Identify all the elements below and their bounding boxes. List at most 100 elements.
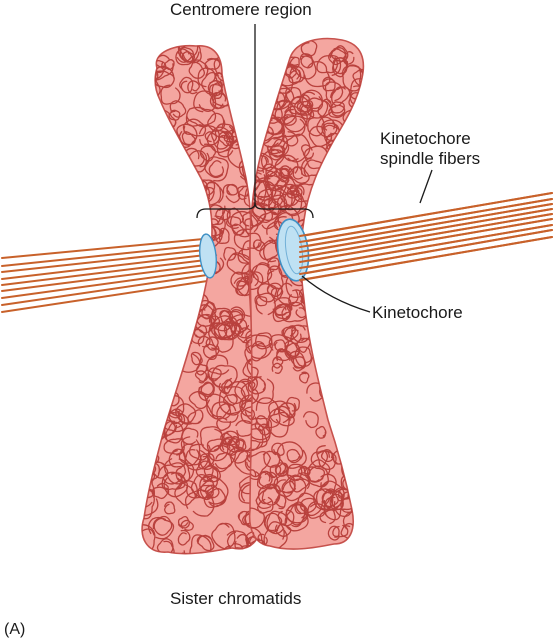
chromatin-coil xyxy=(352,161,364,182)
chromatin-coil xyxy=(160,290,184,309)
chromatin-coil xyxy=(281,114,297,126)
chromatin-coil xyxy=(163,472,189,498)
chromatin-coil xyxy=(352,68,364,87)
chromatin-coil xyxy=(251,58,279,84)
chromatin-coil xyxy=(218,379,233,395)
chromatin-coil xyxy=(302,411,319,429)
chromatin-coil xyxy=(352,195,364,213)
chromatin-coil xyxy=(339,439,353,455)
chromatin-coil xyxy=(284,86,302,105)
chromatin-coil xyxy=(142,45,157,55)
chromatin-coil xyxy=(204,156,229,182)
chromatin-coil xyxy=(311,326,322,341)
chromatin-coil xyxy=(344,194,359,210)
chromatin-coil xyxy=(287,166,310,184)
chromatin-coil xyxy=(312,308,330,326)
chromatin-coil xyxy=(142,548,153,554)
spindle-fiber xyxy=(1,273,215,306)
chromatin-coil xyxy=(249,341,267,362)
chromatin-coil xyxy=(142,488,159,520)
chromatin-coil xyxy=(254,117,262,130)
chromatin-coil xyxy=(357,268,364,287)
chromatin-coil xyxy=(142,58,159,90)
chromatin-coil xyxy=(196,534,215,552)
chromatin-coil xyxy=(294,346,313,368)
chromatin-coil xyxy=(247,64,262,84)
chromatin-coil xyxy=(168,109,181,121)
spindle-fiber xyxy=(1,258,215,286)
chromatin-coil xyxy=(314,174,344,200)
chromatin-coil xyxy=(150,119,166,133)
chromatin-coil xyxy=(267,194,288,216)
chromatin-coil xyxy=(254,397,281,429)
chromatin-coil xyxy=(249,173,261,191)
chromatin-coil xyxy=(207,442,236,473)
chromatin-coil xyxy=(247,117,260,131)
chromatin-coil xyxy=(249,334,273,360)
chromatin-coil xyxy=(299,91,324,112)
chromatin-coil xyxy=(211,522,236,550)
chromatin-coil xyxy=(249,376,256,391)
chromatin-coil xyxy=(289,324,311,343)
chromatin-coil xyxy=(243,544,262,554)
chromatin-coil xyxy=(308,125,333,148)
chromatin-coil xyxy=(328,408,342,422)
sister-chromatids-label: Sister chromatids xyxy=(170,589,302,608)
chromatin-coil xyxy=(320,448,334,463)
chromatin-coil xyxy=(241,95,251,106)
chromatin-coil xyxy=(222,184,241,204)
chromatin-coil xyxy=(340,474,357,491)
chromatin-coil xyxy=(159,148,175,170)
chromatin-coil xyxy=(216,402,239,423)
chromatin-coil xyxy=(349,78,364,106)
chromatin-coil xyxy=(157,381,175,399)
chromatin-coil xyxy=(229,306,246,325)
chromatin-coil xyxy=(353,173,364,199)
chromatin-coil xyxy=(142,211,148,222)
chromatin-coil xyxy=(320,473,337,494)
chromatin-coil xyxy=(338,183,356,204)
chromatin-coil xyxy=(169,319,191,342)
chromatin-coil xyxy=(238,98,253,113)
chromatin-coil xyxy=(265,175,287,200)
chromatin-coil xyxy=(299,53,314,69)
chromatin-coil xyxy=(222,430,240,446)
chromatin-coil xyxy=(199,426,224,452)
chromatin-coil xyxy=(354,394,364,412)
chromatin-coil xyxy=(316,55,342,76)
chromatin-coil xyxy=(240,400,262,423)
chromatin-coil xyxy=(330,86,351,107)
chromatin-coil xyxy=(246,357,262,382)
chromatin-coil xyxy=(316,317,334,333)
chromatin-coil xyxy=(142,135,151,156)
chromatin-coil xyxy=(320,341,334,357)
chromatin-coil xyxy=(142,116,156,143)
chromatin-coil xyxy=(155,45,169,46)
kinetochore-leader xyxy=(301,275,371,313)
spindle-fiber xyxy=(1,268,215,299)
chromatin-coil xyxy=(228,438,245,452)
chromatin-coil xyxy=(298,465,311,477)
chromatin-coil xyxy=(276,282,299,306)
chromatin-coil xyxy=(266,135,289,155)
chromatin-coil xyxy=(179,212,199,229)
chromatin-coil xyxy=(174,305,189,319)
chromatin-coil xyxy=(172,284,189,300)
chromatin-coil xyxy=(177,529,191,546)
chromatin-coil xyxy=(267,408,291,438)
chromatin-coil xyxy=(142,45,153,59)
centromere-region-label: Centromere region xyxy=(170,0,312,19)
chromatin-coil xyxy=(199,473,219,493)
chromatin-coil xyxy=(149,365,176,390)
chromatin-coil xyxy=(142,399,155,422)
chromatin-coil xyxy=(273,339,287,352)
chromatin-coil xyxy=(158,352,179,372)
chromatin-coil xyxy=(324,81,344,104)
chromatin-coil xyxy=(336,171,355,191)
chromatin-coil xyxy=(261,549,273,550)
chromatin-coil xyxy=(319,509,336,525)
chromatin-coil xyxy=(257,81,277,102)
chromatin-coil xyxy=(249,507,265,529)
chromatin-coil xyxy=(167,222,178,232)
chromatin-coil xyxy=(188,59,209,79)
